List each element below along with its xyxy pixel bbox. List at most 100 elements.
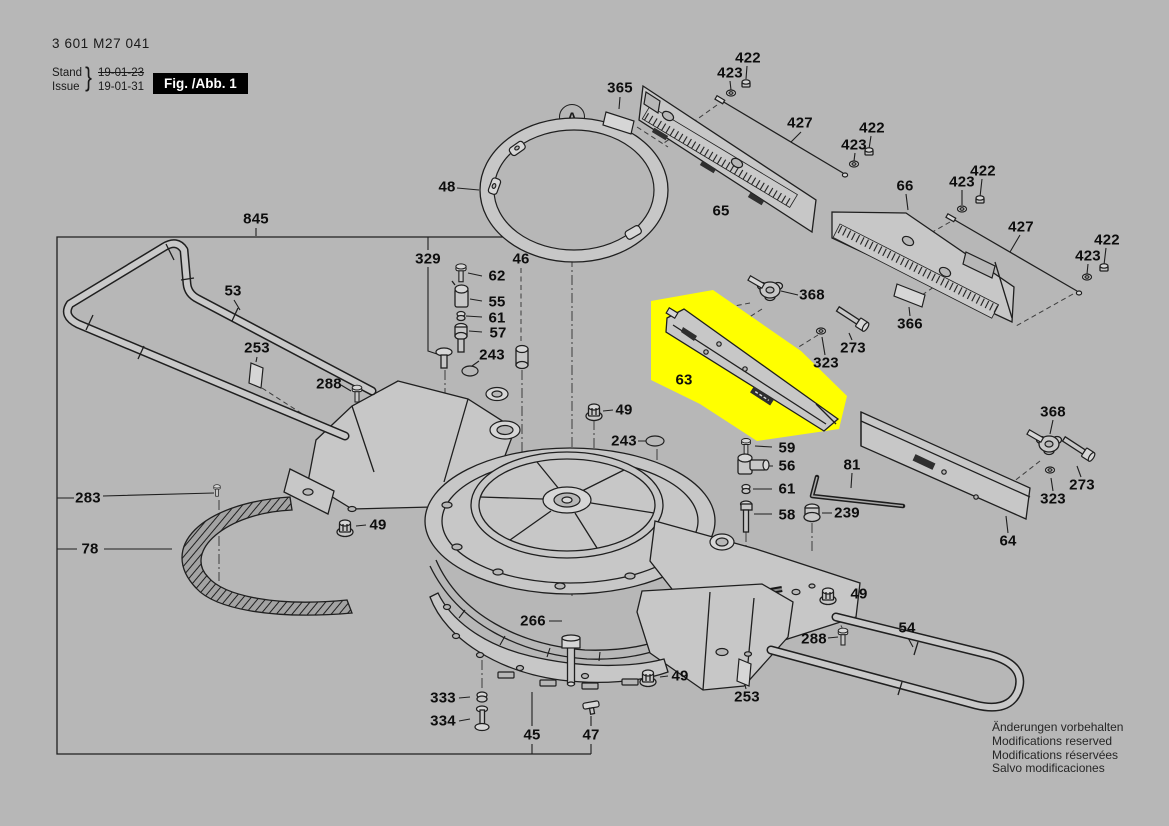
issue-date: 19-01-31 (98, 81, 145, 93)
nut-49a (585, 403, 603, 422)
elbow-56 (737, 453, 770, 475)
clip-47 (582, 700, 600, 715)
part-label-49: 49 (850, 585, 868, 603)
part-label-47: 47 (582, 726, 600, 744)
issue-label: Issue (52, 81, 80, 93)
plate-253b (736, 658, 752, 687)
part-label-243: 243 (611, 432, 637, 450)
turntable-base (424, 447, 716, 662)
part-label-56: 56 (778, 457, 796, 475)
kerf-plate-45 (429, 592, 669, 690)
part-label-65: 65 (712, 202, 730, 220)
part-label-368: 368 (799, 286, 825, 304)
part-label-48: 48 (438, 178, 456, 196)
cap-nut-239 (803, 503, 821, 523)
figure-number-box: Fig. /Abb. 1 (153, 73, 248, 94)
part-label-334: 334 (430, 712, 456, 730)
part-label-59: 59 (778, 439, 796, 457)
bushing-46 (515, 344, 529, 370)
part-label-54: 54 (898, 619, 916, 637)
stand-date: 19-01-23 (98, 67, 145, 79)
part-label-422: 422 (1094, 231, 1120, 249)
part-label-243: 243 (479, 346, 505, 364)
part-label-845: 845 (243, 210, 269, 228)
nut-49d (639, 669, 657, 688)
bolt-266 (561, 634, 581, 687)
rod-427-top (714, 79, 874, 178)
nut-61a (456, 310, 466, 322)
part-label-323: 323 (813, 354, 839, 372)
part-label-62: 62 (488, 267, 506, 285)
o-ring-243a (461, 365, 479, 377)
part-label-239: 239 (834, 504, 860, 522)
part-label-323: 323 (1040, 490, 1066, 508)
part-label-423: 423 (949, 173, 975, 191)
notice-de: Änderungen vorbehalten (992, 720, 1124, 734)
part-label-423: 423 (841, 136, 867, 154)
document-part-number: 3 601 M27 041 (52, 36, 150, 51)
part-label-64: 64 (999, 532, 1017, 550)
part-label-273: 273 (840, 339, 866, 357)
part-label-49: 49 (671, 667, 689, 685)
rod-427-right (945, 195, 1109, 296)
front-bracket (636, 583, 794, 691)
part-label-49: 49 (615, 401, 633, 419)
clamping-ring-48 (479, 117, 669, 263)
part-label-283: 283 (75, 489, 101, 507)
part-label-78: 78 (81, 540, 99, 558)
part-label-329: 329 (415, 250, 441, 268)
screw-59 (741, 438, 751, 455)
part-label-427: 427 (787, 114, 813, 132)
notice-fr: Modifications réservées (992, 747, 1119, 762)
fence-65 (638, 84, 817, 234)
o-ring-243b (645, 435, 665, 447)
screw-288b (837, 627, 849, 646)
screw-288a (351, 384, 363, 403)
part-label-366: 366 (897, 315, 923, 333)
part-label-46: 46 (512, 250, 530, 268)
notice-en: Modifications reserved (992, 733, 1113, 748)
nut-49c (819, 587, 837, 606)
nut-49b (336, 519, 354, 538)
screw-334 (474, 705, 490, 732)
modifications-notice: Änderungen vorbehalten Modifications res… (992, 720, 1124, 776)
screw-329 (435, 347, 453, 369)
part-label-57: 57 (489, 324, 507, 342)
sliding-fence-63-highlighted (651, 290, 847, 441)
part-label-66: 66 (896, 177, 914, 195)
part-label-49: 49 (369, 516, 387, 534)
part-label-45: 45 (523, 726, 541, 744)
part-label-365: 365 (607, 79, 633, 97)
part-label-273: 273 (1069, 476, 1095, 494)
revision-dates: 19-01-23 19-01-31 (98, 66, 144, 94)
part-label-61: 61 (488, 309, 506, 327)
part-label-368: 368 (1040, 403, 1066, 421)
part-label-333: 333 (430, 689, 456, 707)
label-plate-365 (602, 111, 635, 135)
fence-66 (831, 211, 1015, 323)
part-label-266: 266 (520, 612, 546, 630)
notice-es: Salvo modificaciones (992, 761, 1105, 776)
part-label-423: 423 (1075, 247, 1101, 265)
fence-rail-64 (860, 410, 1031, 520)
revision-block: Stand Issue (52, 66, 82, 94)
part-label-422: 422 (859, 119, 885, 137)
screw-283 (213, 484, 221, 497)
hex-key-81 (809, 474, 906, 509)
plate-253a (248, 362, 264, 389)
handle-bar-54 (766, 612, 1025, 712)
part-label-61: 61 (778, 480, 796, 498)
screw-62 (455, 263, 467, 283)
stand-label: Stand (52, 67, 83, 79)
part-label-53: 53 (224, 282, 242, 300)
handle-bar-53 (62, 239, 377, 441)
fence-hardware (747, 275, 1097, 474)
plug-57 (454, 322, 468, 353)
scale-arc-78 (181, 496, 353, 616)
sleeve-55 (451, 280, 469, 308)
nut-333 (476, 691, 488, 703)
part-label-423: 423 (717, 64, 743, 82)
small-hardware (213, 263, 849, 732)
part-label-55: 55 (488, 293, 506, 311)
